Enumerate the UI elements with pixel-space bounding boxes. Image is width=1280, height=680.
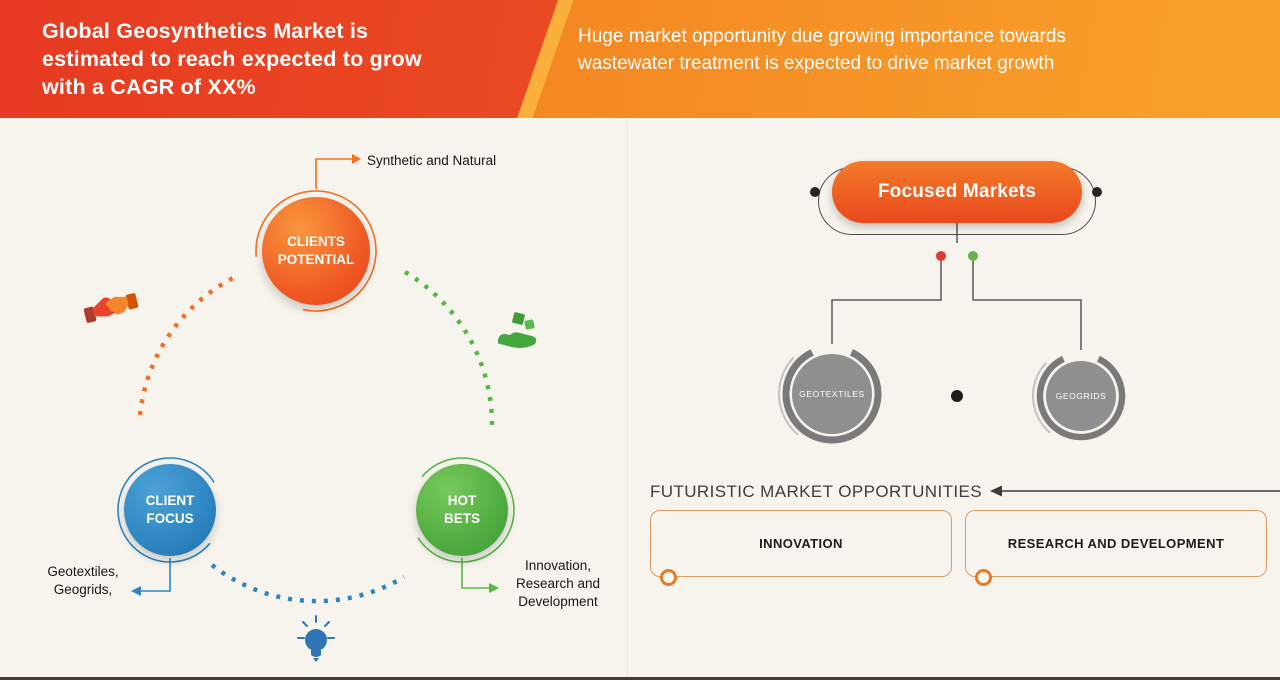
- header-left-panel: [0, 0, 559, 118]
- geotextiles-label: GEOTEXTILES: [799, 389, 865, 399]
- clients-potential-node: CLIENTS POTENTIAL: [262, 197, 370, 305]
- tree-connectors: [831, 223, 1082, 402]
- hot-bets-node: HOT BETS: [416, 464, 508, 556]
- geogrids-label: GEOGRIDS: [1055, 391, 1107, 401]
- red-branch-dot: [936, 251, 946, 261]
- center-dot: [951, 390, 963, 402]
- dotted-arc-blue: [210, 563, 406, 604]
- dotted-arc-orange: [137, 273, 238, 416]
- research-development-corner-dot: [975, 569, 992, 586]
- client-focus-callout: Geotextiles, Geogrids,: [47, 564, 119, 597]
- clients-potential-ring: [255, 190, 377, 312]
- research-development-box: RESEARCH AND DEVELOPMENT: [965, 510, 1267, 586]
- page-subtitle: Huge market opportunity due growing impo…: [578, 26, 1066, 74]
- hot-bets-callout-arrow: [461, 558, 499, 593]
- dotted-arc-green: [403, 270, 495, 431]
- heading-arrow: [990, 485, 1280, 497]
- innovation-corner-dot: [660, 569, 677, 586]
- header-banner: Global Geosynthetics Market is estimated…: [0, 0, 1280, 118]
- hot-bets-callout: Innovation, Research and Development: [515, 558, 601, 609]
- section-divider: [627, 118, 628, 677]
- geotextiles-node: [777, 340, 886, 448]
- green-branch-dot: [968, 251, 978, 261]
- research-development-label: RESEARCH AND DEVELOPMENT: [1007, 536, 1225, 551]
- geogrids-node: [1032, 347, 1130, 445]
- clients-potential-callout-arrow: [315, 154, 361, 189]
- bottom-border: [0, 677, 1280, 680]
- focused-markets-pill: Focused Markets: [832, 161, 1082, 223]
- innovation-box: INNOVATION: [650, 510, 952, 586]
- client-focus-callout-arrow: [131, 558, 171, 596]
- hot-bets-ring: [409, 457, 515, 563]
- clients-potential-callout: Synthetic and Natural: [367, 153, 497, 168]
- handshake-icon: [83, 293, 139, 323]
- futuristic-opportunities-heading: FUTURISTIC MARKET OPPORTUNITIES: [650, 482, 982, 501]
- pill-end-dot-left: [810, 187, 820, 197]
- page-title: Global Geosynthetics Market is estimated…: [42, 19, 422, 99]
- innovation-label: INNOVATION: [759, 536, 843, 551]
- pill-end-dot-right: [1092, 187, 1102, 197]
- investment-icon: [498, 312, 537, 348]
- lightbulb-icon: [297, 615, 335, 662]
- client-focus-node: CLIENT FOCUS: [124, 464, 216, 556]
